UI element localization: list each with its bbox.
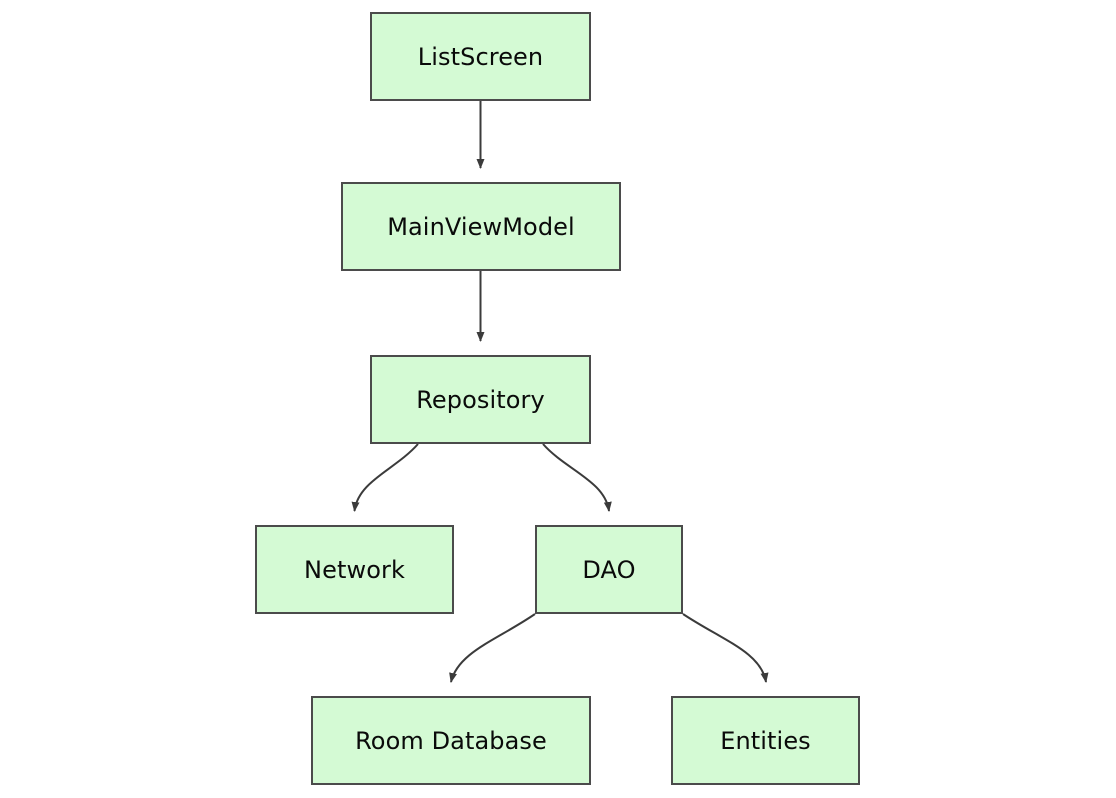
- node-label-network: Network: [304, 555, 405, 584]
- node-entities[interactable]: Entities: [671, 696, 860, 785]
- node-listscreen[interactable]: ListScreen: [370, 12, 591, 101]
- edge-dao-to-entities: [682, 613, 769, 683]
- edge-repository-to-dao: [542, 443, 612, 512]
- edge-dao-to-roomdatabase: [449, 613, 536, 683]
- node-repository[interactable]: Repository: [370, 355, 591, 444]
- node-label-roomdatabase: Room Database: [355, 726, 547, 755]
- node-network[interactable]: Network: [255, 525, 454, 614]
- node-label-entities: Entities: [720, 726, 811, 755]
- edge-repository-to-network: [351, 443, 419, 512]
- node-mainviewmodel[interactable]: MainViewModel: [341, 182, 621, 271]
- node-dao[interactable]: DAO: [535, 525, 683, 614]
- node-label-dao: DAO: [582, 555, 636, 584]
- node-label-listscreen: ListScreen: [417, 42, 544, 71]
- node-label-repository: Repository: [416, 385, 545, 414]
- node-roomdatabase[interactable]: Room Database: [311, 696, 591, 785]
- node-label-mainviewmodel: MainViewModel: [387, 212, 575, 241]
